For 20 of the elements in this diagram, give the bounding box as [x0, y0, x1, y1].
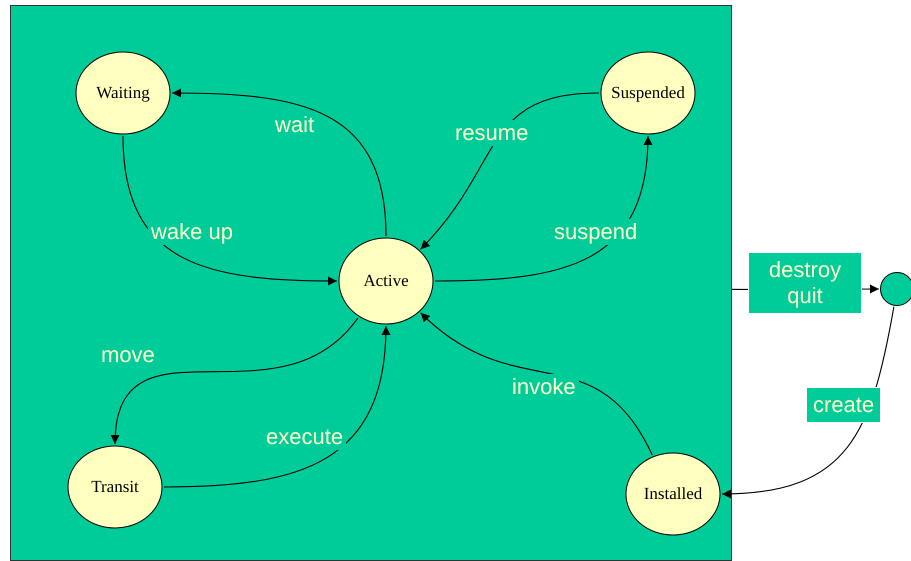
state-name: Transit — [91, 477, 139, 497]
state-ellipse — [600, 51, 696, 135]
container-box — [10, 5, 732, 561]
state-ellipse — [67, 445, 163, 529]
arrow — [420, 312, 653, 456]
state-name: Active — [363, 271, 409, 291]
arrow — [122, 136, 337, 286]
arrow — [112, 318, 358, 444]
edge-label: destroy quit — [748, 252, 862, 314]
arrow — [435, 136, 652, 282]
state-ellipse — [625, 452, 721, 536]
state-name: Suspended — [611, 83, 685, 103]
edge-label: create — [806, 387, 882, 423]
arrow — [172, 88, 387, 236]
state-name: Installed — [644, 484, 702, 504]
state-ellipse — [338, 237, 434, 325]
state-name: Waiting — [96, 83, 150, 103]
end-circle — [880, 272, 911, 306]
state-ellipse — [75, 51, 171, 135]
arrow — [164, 326, 390, 488]
